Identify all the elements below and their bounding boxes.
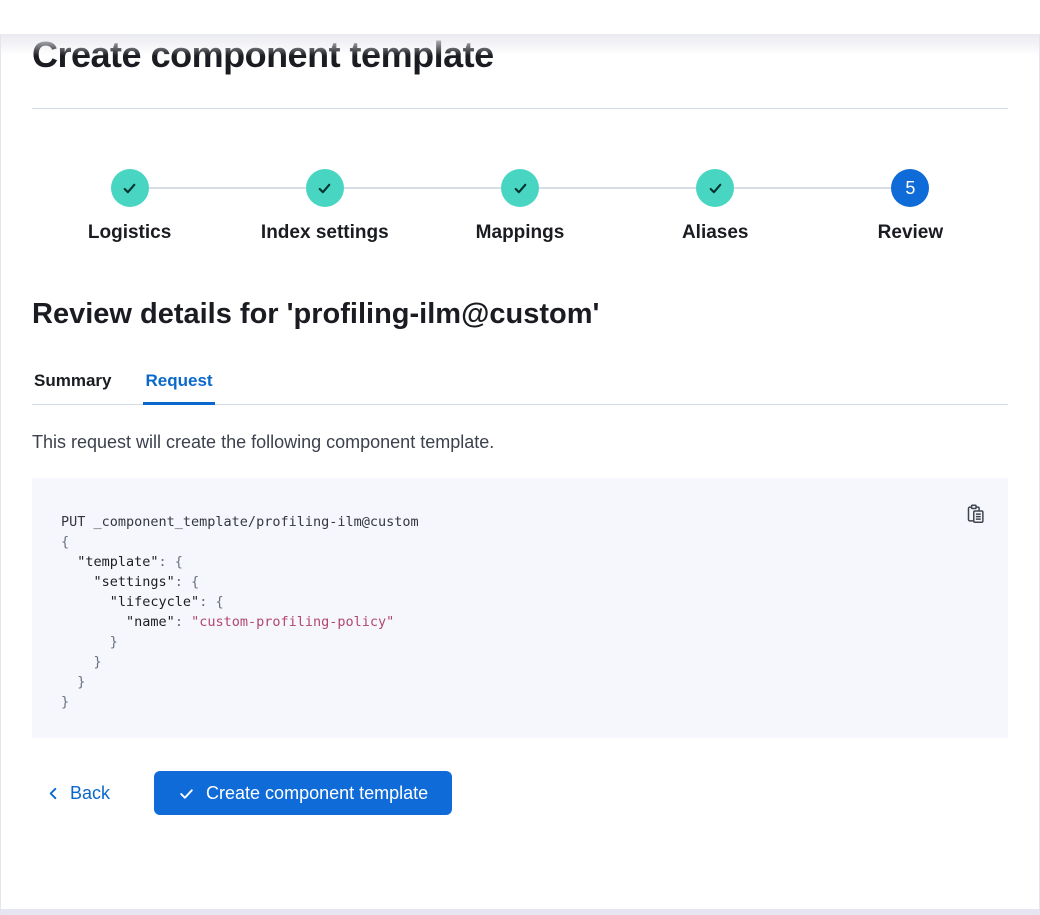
chevron-left-icon bbox=[49, 787, 57, 799]
bottom-edge bbox=[1, 909, 1039, 915]
clipboard-copy-icon bbox=[967, 504, 984, 523]
check-icon bbox=[180, 788, 193, 799]
step-index-settings[interactable]: 2 Index settings bbox=[148, 169, 422, 244]
create-component-template-button[interactable]: Create component template bbox=[154, 771, 453, 815]
copy-request-button[interactable] bbox=[964, 502, 988, 529]
step-mappings[interactable]: 3 Mappings bbox=[343, 169, 617, 244]
back-button[interactable]: Back bbox=[32, 783, 118, 804]
step-label: Mappings bbox=[475, 222, 565, 243]
review-heading: Review details for 'profiling-ilm@custom… bbox=[32, 298, 600, 330]
step-circle: 2 bbox=[305, 169, 344, 207]
step-logistics[interactable]: 1 Logistics bbox=[32, 169, 227, 244]
request-code: PUT _component_template/profiling-ilm@cu… bbox=[61, 514, 419, 710]
create-component-template-page: Create component template 1 Logistics 2 … bbox=[1, 34, 1039, 815]
title-divider bbox=[32, 108, 1008, 109]
step-label: Index settings bbox=[260, 222, 389, 243]
create-component-template-label: Create component template bbox=[206, 782, 429, 803]
step-label: Review bbox=[877, 222, 944, 243]
tab-summary[interactable]: Summary bbox=[32, 371, 113, 404]
request-description: This request will create the following c… bbox=[32, 432, 495, 452]
step-circle: 3 bbox=[501, 169, 539, 207]
page-title: Create component template bbox=[32, 34, 494, 75]
step-number: 5 bbox=[905, 177, 916, 198]
back-button-label: Back bbox=[70, 782, 111, 803]
step-review[interactable]: 5 Review bbox=[734, 169, 1008, 244]
step-circle: 5 bbox=[891, 169, 930, 207]
wizard-footer: Back Create component template bbox=[32, 771, 1008, 815]
step-aliases[interactable]: 4 Aliases bbox=[538, 169, 813, 244]
check-icon bbox=[318, 183, 331, 193]
step-label: Logistics bbox=[87, 222, 172, 243]
step-label: Aliases bbox=[681, 222, 749, 243]
check-icon bbox=[123, 183, 136, 193]
check-icon bbox=[709, 183, 722, 193]
review-tabs: Summary Request bbox=[32, 371, 1008, 405]
step-circle: 1 bbox=[110, 169, 149, 207]
step-circle: 4 bbox=[696, 169, 735, 207]
wizard-stepper: 1 Logistics 2 Index settings 3 Mappings … bbox=[32, 169, 1008, 244]
tab-request[interactable]: Request bbox=[143, 371, 215, 405]
request-code-block: PUT _component_template/profiling-ilm@cu… bbox=[32, 478, 1008, 738]
check-icon bbox=[514, 183, 526, 193]
